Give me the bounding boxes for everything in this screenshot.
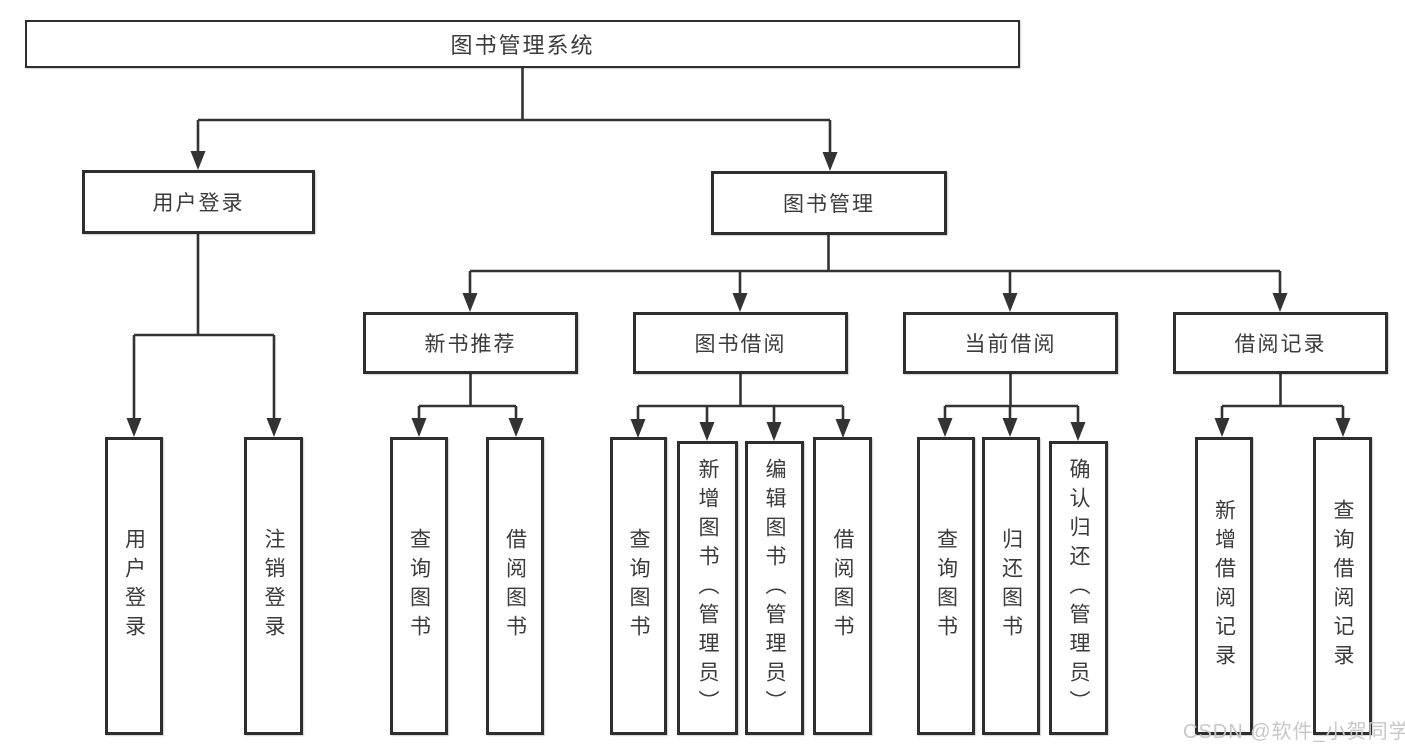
arrowhead [699, 422, 715, 441]
node-label: 注销登录 [262, 528, 285, 644]
arrowhead [937, 418, 953, 437]
node-leaf-user-login: 用户登录 [105, 437, 163, 735]
arrowhead [835, 419, 851, 438]
node-leaf-records-query-record: 查询借阅记录 [1313, 437, 1372, 735]
arrowhead [266, 418, 282, 437]
arrowhead [630, 419, 646, 438]
csdn-watermark: CSDN @软件_小贺同学 [1183, 721, 1405, 743]
arrowhead [411, 418, 427, 437]
node-current-borrowing: 当前借阅 [903, 312, 1118, 374]
node-label: 归还图书 [999, 528, 1023, 644]
connector-root-to-level2 [196, 68, 832, 155]
arrowhead [1070, 422, 1086, 441]
arrowhead [1214, 418, 1230, 437]
node-leaf-borrowing-edit-books: 编辑图书（管理员） [745, 441, 804, 735]
node-leaf-borrowing-add-books: 新增图书（管理员） [677, 441, 738, 735]
node-label: 新书推荐 [424, 333, 517, 356]
connector-recommend-to-leaves [417, 374, 518, 421]
connector-login-to-leaves [132, 234, 276, 421]
node-book-borrowing: 图书借阅 [633, 312, 848, 374]
arrowhead [462, 293, 478, 312]
connector-current-to-leaves [943, 374, 1080, 425]
node-label: 新增借阅记录 [1212, 499, 1236, 673]
arrowhead [190, 151, 206, 170]
node-user-login: 用户登录 [82, 170, 315, 234]
node-leaf-borrowing-borrow-books: 借阅图书 [813, 437, 872, 735]
node-label: 查询借阅记录 [1331, 499, 1354, 673]
node-leaf-recommend-borrow-books: 借阅图书 [486, 437, 544, 735]
node-leaf-recommend-query-books: 查询图书 [390, 437, 448, 735]
node-label: 确认归还（管理员） [1067, 457, 1090, 719]
node-label: 借阅记录 [1234, 333, 1327, 356]
node-label: 图书管理 [783, 193, 875, 216]
node-label: 当前借阅 [964, 333, 1057, 356]
node-leaf-logout: 注销登录 [244, 437, 303, 735]
connector-mgmt-to-level3 [468, 235, 1282, 296]
arrowhead [1002, 418, 1018, 437]
node-leaf-current-return-books: 归还图书 [982, 437, 1040, 735]
node-label: 用户登录 [152, 192, 245, 215]
node-label: 借阅图书 [831, 528, 854, 644]
node-borrowing-records: 借阅记录 [1173, 312, 1388, 374]
node-leaf-current-confirm-return: 确认归还（管理员） [1049, 441, 1108, 735]
connector-borrowing-to-leaves [636, 374, 845, 425]
node-leaf-records-add-record: 新增借阅记录 [1195, 437, 1253, 735]
node-leaf-borrowing-query-books: 查询图书 [610, 437, 667, 735]
node-label: 查询图书 [934, 528, 958, 644]
node-label: 用户登录 [122, 528, 146, 644]
node-label: 借阅图书 [503, 528, 527, 644]
node-label: 图书管理系统 [450, 33, 595, 58]
arrowhead [732, 293, 748, 312]
node-label: 查询图书 [407, 528, 431, 644]
node-label: 编辑图书（管理员） [763, 457, 786, 719]
node-leaf-current-query-books: 查询图书 [917, 437, 975, 735]
node-root-system: 图书管理系统 [25, 20, 1020, 68]
arrowhead [1002, 293, 1018, 312]
arrowhead [1272, 293, 1288, 312]
connector-records-to-leaves [1220, 374, 1345, 421]
node-label: 查询图书 [627, 528, 650, 644]
node-new-book-recommend: 新书推荐 [363, 312, 578, 374]
arrowhead [1335, 418, 1351, 437]
arrowhead [822, 152, 838, 171]
node-book-management: 图书管理 [711, 171, 947, 235]
node-label: 新增图书（管理员） [696, 457, 719, 719]
node-label: 图书借阅 [694, 333, 787, 356]
arrowhead [126, 418, 142, 437]
arrowhead [508, 418, 524, 437]
arrowhead [766, 422, 782, 441]
